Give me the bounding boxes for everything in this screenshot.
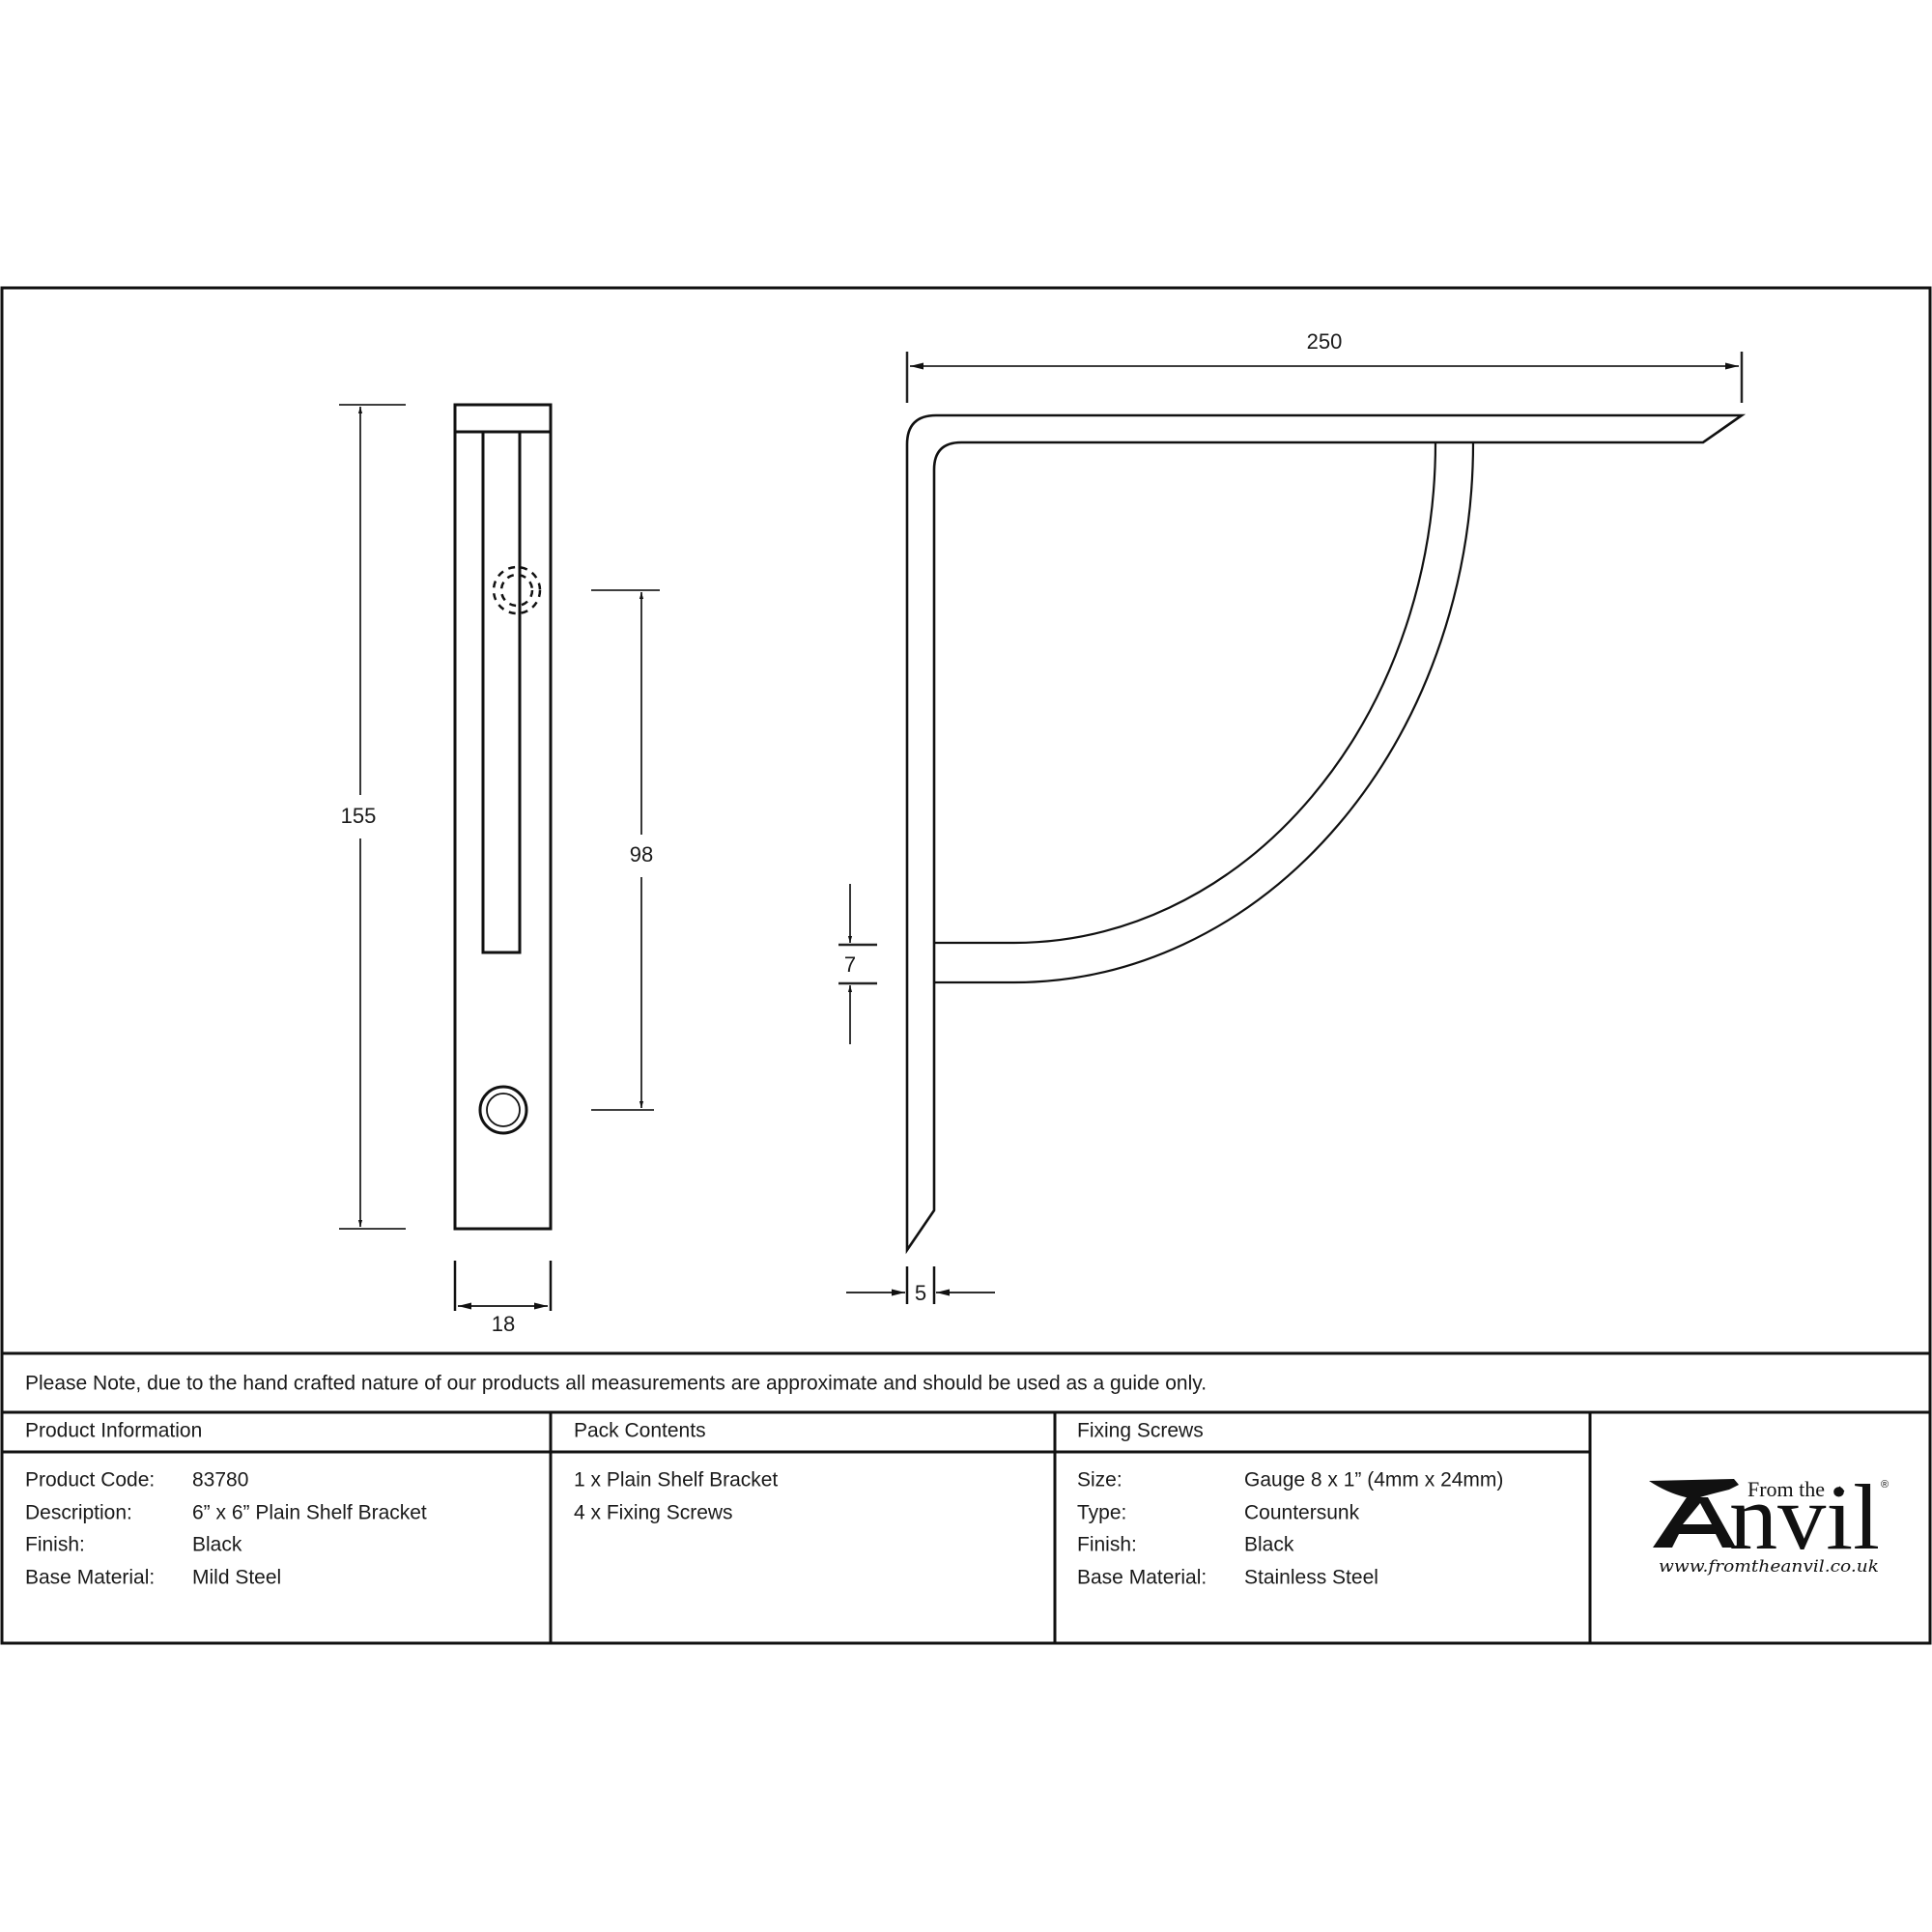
finish-label: Finish:	[25, 1533, 85, 1556]
pack-item: 4 x Fixing Screws	[574, 1501, 733, 1524]
screw-size-label: Size:	[1077, 1468, 1122, 1492]
svg-text:250: 250	[1307, 329, 1343, 354]
screw-finish-value: Black	[1244, 1533, 1294, 1556]
pack-contents-heading: Pack Contents	[574, 1419, 706, 1442]
screw-finish-label: Finish:	[1077, 1533, 1137, 1556]
front-view	[453, 403, 553, 1231]
dimension-length: 250	[905, 329, 1744, 403]
base-material-label: Base Material:	[25, 1566, 156, 1589]
slot	[481, 430, 522, 954]
finish-value: Black	[192, 1533, 242, 1556]
svg-text:98: 98	[630, 842, 653, 867]
base-material-value: Mild Steel	[192, 1566, 282, 1589]
svg-text:7: 7	[844, 952, 856, 977]
dimension-strut-thickness: 7	[838, 884, 877, 1044]
description-value: 6” x 6” Plain Shelf Bracket	[192, 1501, 427, 1524]
dimension-material-thickness: 5	[846, 1266, 995, 1305]
svg-text:18: 18	[492, 1312, 515, 1336]
description-label: Description:	[25, 1501, 132, 1524]
dimension-hole-spacing: 98	[591, 589, 660, 1111]
sheet-frame	[0, 286, 1932, 1645]
pack-item: 1 x Plain Shelf Bracket	[574, 1468, 779, 1492]
dimension-width: 18	[453, 1261, 553, 1336]
product-code-label: Product Code:	[25, 1468, 156, 1492]
svg-text:155: 155	[341, 804, 377, 828]
svg-text:From the: From the	[1747, 1477, 1825, 1501]
screw-hole	[478, 1085, 528, 1135]
screw-size-value: Gauge 8 x 1” (4mm x 24mm)	[1244, 1468, 1504, 1492]
svg-text:5: 5	[915, 1281, 926, 1305]
anvil-icon	[1649, 1479, 1739, 1548]
measurement-note: Please Note, due to the hand crafted nat…	[25, 1372, 1208, 1395]
product-information-heading: Product Information	[25, 1419, 203, 1442]
fixing-screws-heading: Fixing Screws	[1077, 1419, 1204, 1442]
svg-text:nvil: nvil	[1729, 1465, 1880, 1569]
hidden-screw-hole	[492, 565, 542, 615]
svg-text:www.fromtheanvil.co.uk: www.fromtheanvil.co.uk	[1659, 1557, 1879, 1577]
dimension-height: 155	[339, 404, 406, 1230]
screw-material-label: Base Material:	[1077, 1566, 1208, 1589]
brand-logo: From the nvil ® www.fromtheanvil.co.uk	[1649, 1465, 1889, 1577]
screw-type-value: Countersunk	[1244, 1501, 1360, 1524]
diamond-icon	[1834, 1486, 1845, 1496]
screw-type-label: Type:	[1077, 1501, 1127, 1524]
product-code-value: 83780	[192, 1468, 249, 1492]
side-view	[905, 413, 1747, 1255]
screw-material-value: Stainless Steel	[1244, 1566, 1378, 1589]
svg-text:®: ®	[1881, 1479, 1889, 1491]
